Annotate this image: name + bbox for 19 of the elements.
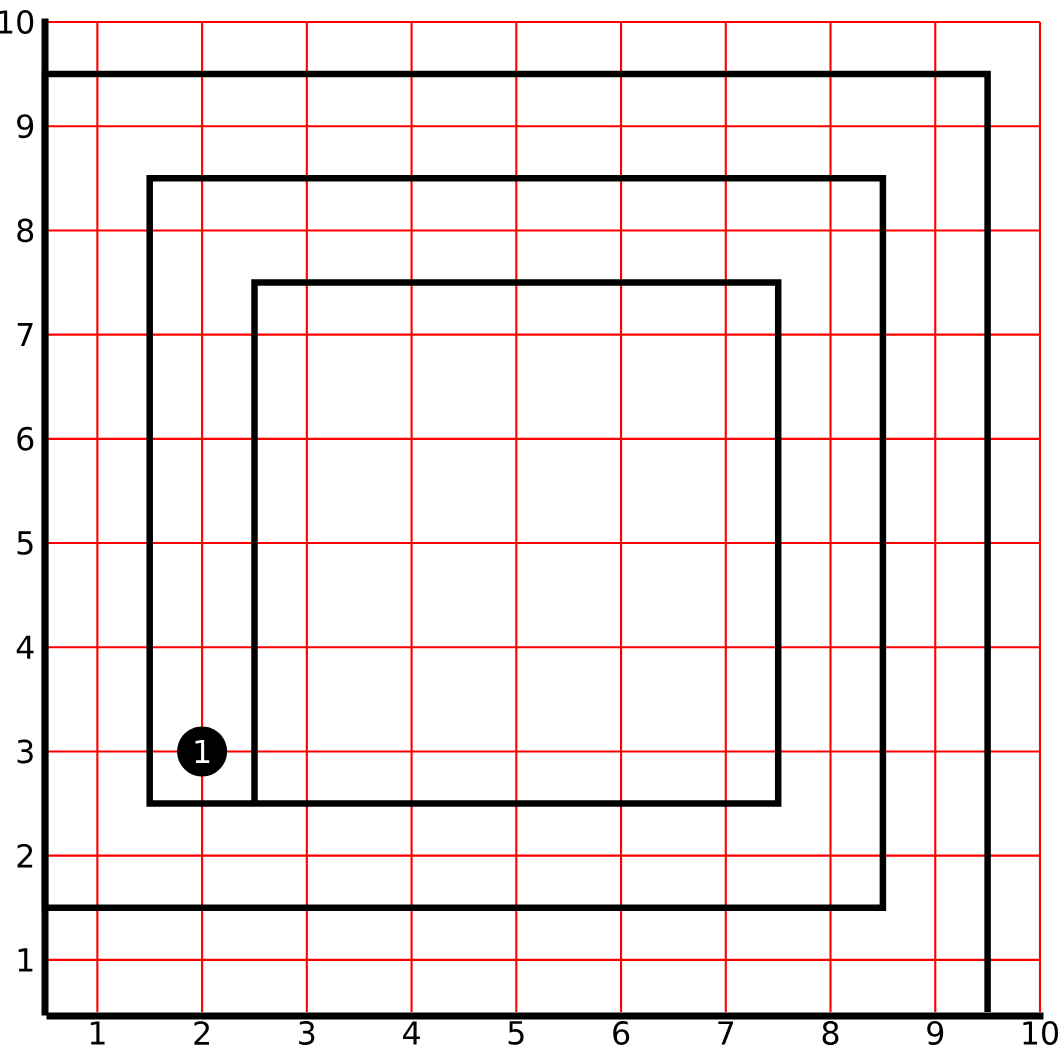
- tick-label: 8: [822, 1021, 839, 1045]
- tick-label: 10: [1023, 1021, 1058, 1045]
- tick-label: 7: [17, 323, 33, 347]
- tick-label: 2: [17, 843, 33, 868]
- tick-label: 8: [17, 218, 34, 243]
- tick-label: 5: [17, 531, 33, 555]
- tick-label: 1: [18, 948, 33, 972]
- tick-label: 3: [17, 739, 33, 764]
- tick-label: 7: [718, 1021, 734, 1045]
- tick-label: 2: [194, 1021, 209, 1045]
- tick-label: 6: [613, 1021, 630, 1045]
- tick-label: 4: [16, 635, 34, 659]
- tick-label: 6: [17, 426, 34, 451]
- tick-label: 4: [403, 1021, 420, 1045]
- tick-label: 3: [299, 1021, 315, 1045]
- tick-label: 1: [90, 1021, 105, 1045]
- tick-label: 5: [508, 1021, 524, 1045]
- tick-label: 9: [17, 114, 34, 139]
- tick-label: 9: [927, 1021, 944, 1045]
